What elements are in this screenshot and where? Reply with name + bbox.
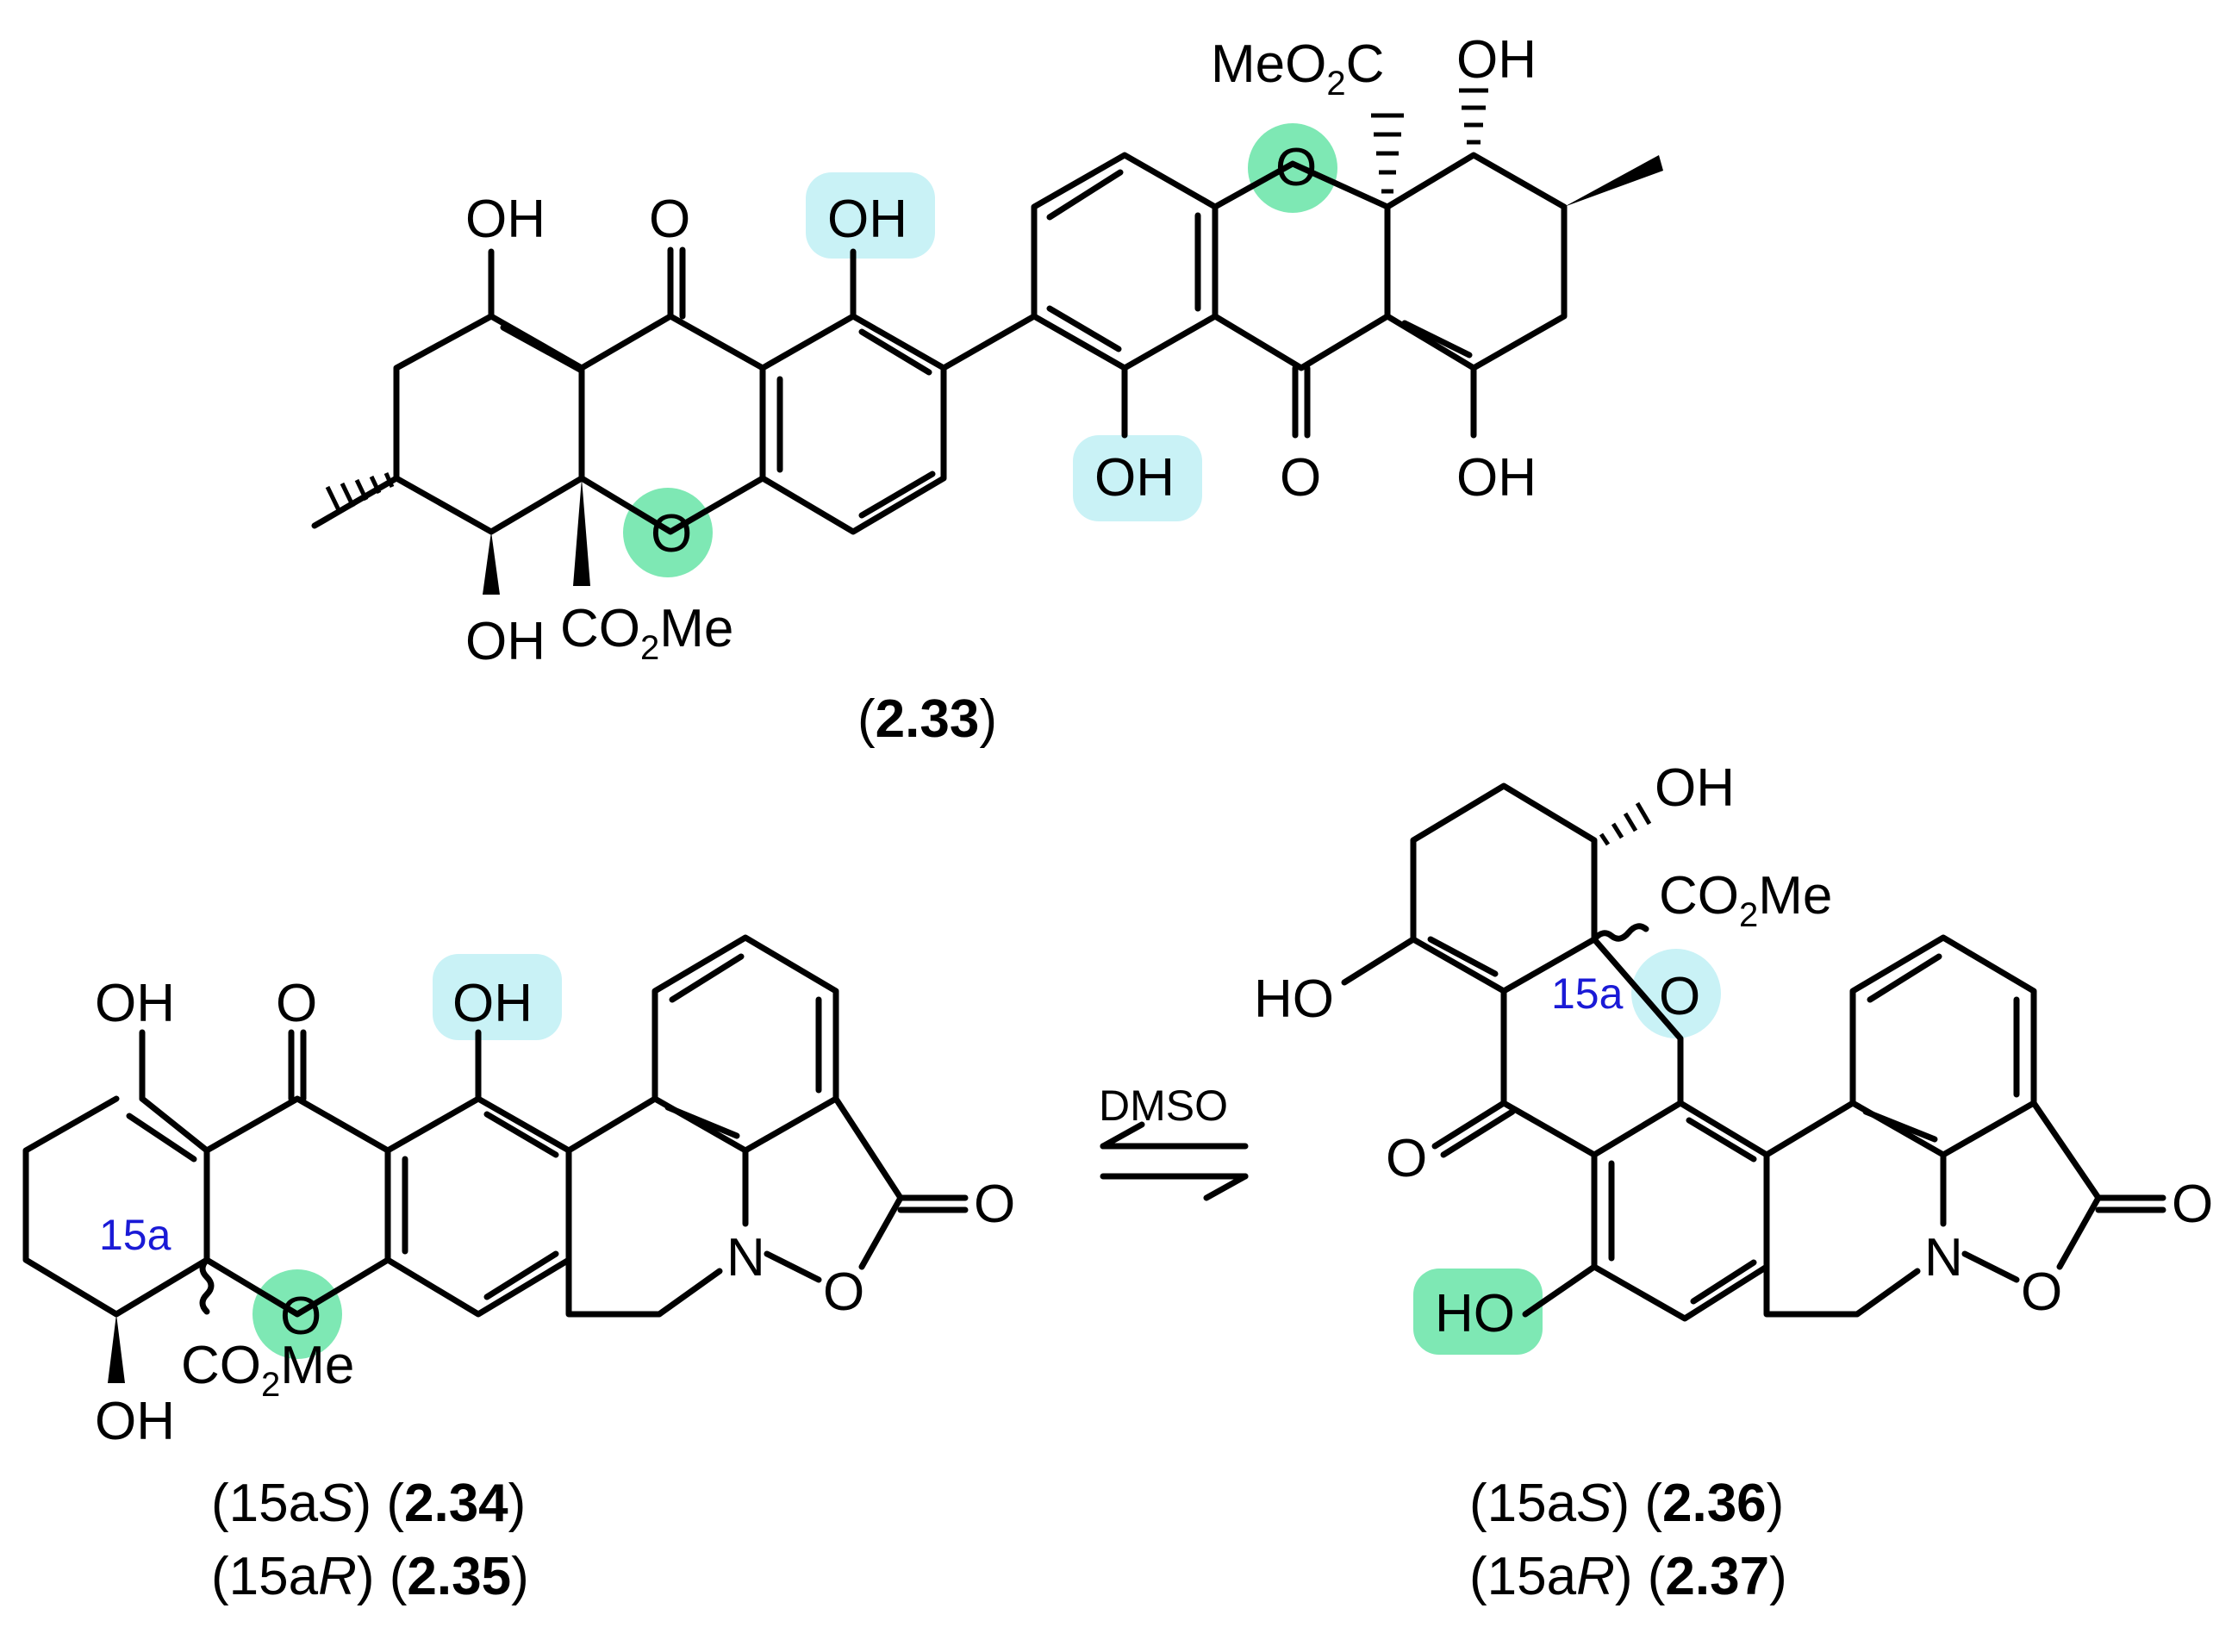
oh-left-top: OH: [465, 190, 545, 249]
oh-highlight-left: OH: [827, 190, 907, 249]
o-ketone-left: O: [649, 190, 690, 249]
oh-highlight: OH: [452, 974, 533, 1033]
caption-2-37: (15aR) (2.37): [1469, 1547, 1787, 1606]
o-n: O: [2021, 1262, 2062, 1322]
highlight-oh-top-right: [1073, 435, 1202, 521]
oh-bottom: OH: [95, 1392, 175, 1451]
caption-2-36: (15aS) (2.36): [1469, 1474, 1784, 1533]
o-ketone-right: O: [1280, 448, 1321, 508]
locant-15a: 15a: [1551, 969, 1624, 1018]
caption-2-34: (15aS) (2.34): [211, 1474, 526, 1533]
n-atom: N: [726, 1228, 765, 1287]
meo2c-right: MeO2C: [1211, 34, 1384, 103]
compound-2-33: OH O OH O OH CO2Me OH O OH O MeO2C OH (2…: [311, 30, 1663, 749]
ho-highlight: HO: [1435, 1284, 1515, 1343]
oh-top: OH: [1655, 758, 1735, 818]
labels-right-compound: OH CO2Me HO 15a O O HO N O O: [1254, 758, 2213, 1343]
compound-2-34-2-35: OH O OH 15a O CO2Me OH N O O (15aS) (2.3…: [22, 934, 1015, 1606]
bonds-left-compound: [22, 934, 969, 1383]
co2me: CO2Me: [181, 1336, 354, 1404]
highlight-o-ring-top-right: [1248, 123, 1337, 213]
n-atom: N: [1924, 1228, 1963, 1287]
o-n: O: [823, 1262, 864, 1322]
caption-2-33: (2.33): [857, 689, 997, 749]
bonds-right-compound: [1341, 782, 2166, 1322]
oh-left-bottom: OH: [465, 612, 545, 671]
bonds-2-33: [311, 88, 1663, 595]
oh-right-top: OH: [1456, 30, 1537, 90]
co2me: CO2Me: [1659, 866, 1832, 934]
highlight-oh-left-compound: [433, 954, 562, 1040]
o-ring-left: O: [651, 504, 692, 564]
o-ring: O: [280, 1287, 321, 1346]
equilibrium-arrows: DMSO: [1099, 1082, 1249, 1201]
ho-left: HO: [1254, 969, 1334, 1029]
oh-top: OH: [95, 974, 175, 1033]
locant-15a: 15a: [99, 1211, 171, 1259]
highlight-o-ring-right-compound: [1631, 949, 1721, 1038]
highlight-oh-top-left: [806, 172, 935, 259]
compound-2-36-2-37: OH CO2Me HO 15a O O HO N O O (15aS) (2.3…: [1254, 758, 2213, 1606]
o-carbonyl: O: [974, 1175, 1015, 1234]
labels-2-33: OH O OH O OH CO2Me OH O OH O MeO2C OH: [465, 30, 1537, 671]
o-ring-right: O: [1275, 138, 1317, 197]
oh-right-bottom: OH: [1456, 448, 1537, 508]
labels-left-compound: OH O OH 15a O CO2Me OH N O O: [95, 974, 1015, 1451]
highlight-ho-right-compound: [1413, 1269, 1543, 1355]
o-ketone: O: [1386, 1129, 1427, 1188]
co2me-left: CO2Me: [560, 599, 733, 667]
reagent-dmso: DMSO: [1099, 1082, 1228, 1130]
o-ketone: O: [276, 974, 317, 1033]
highlights: [252, 123, 1721, 1359]
o-carbonyl: O: [2172, 1175, 2213, 1234]
caption-2-35: (15aR) (2.35): [211, 1547, 529, 1606]
o-ring: O: [1659, 967, 1700, 1026]
oh-highlight-right: OH: [1094, 448, 1175, 508]
